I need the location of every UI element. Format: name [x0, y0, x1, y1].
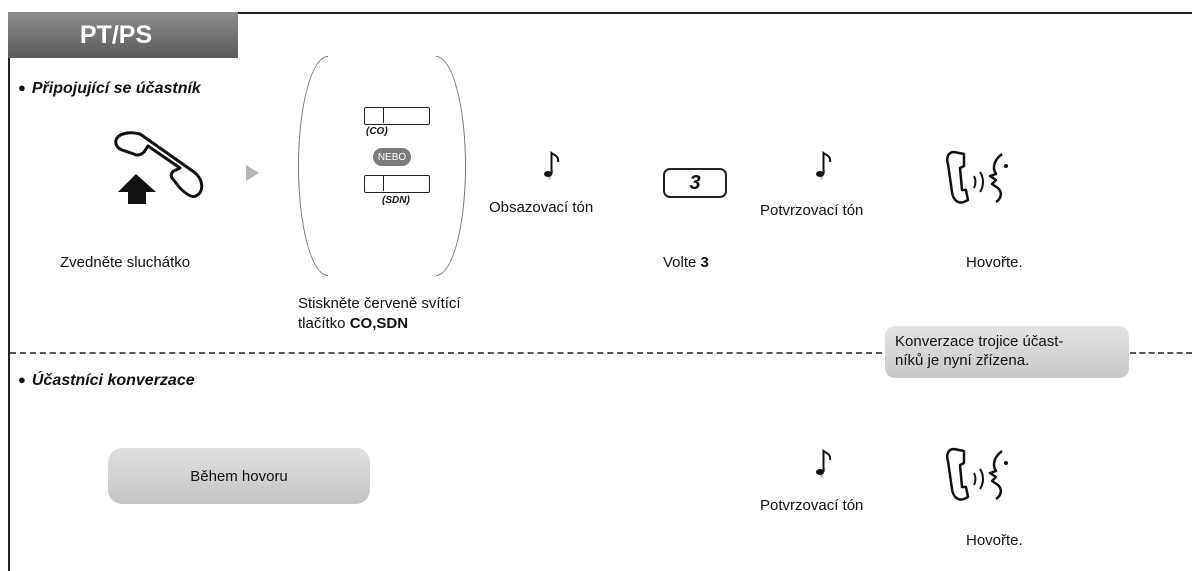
sdn-label: (SDN)	[382, 195, 410, 206]
during-call-box: Během hovoru	[108, 448, 370, 504]
conference-established-note: Konverzace trojice účast- níků je nyní z…	[885, 326, 1129, 378]
right-parenthesis	[436, 56, 466, 276]
co-label: (CO)	[366, 126, 388, 137]
talking-person-icon	[940, 443, 1020, 514]
confirm-tone-label: Potvrzovací tón	[760, 202, 864, 219]
section-title-participants: ●Účastníci konverzace	[18, 372, 195, 389]
music-note-icon	[812, 150, 834, 189]
music-note-icon	[812, 448, 834, 487]
sdn-button-icon	[364, 175, 430, 193]
section-divider	[10, 352, 882, 354]
frame-left-rule	[8, 12, 10, 571]
co-button-icon	[364, 107, 430, 125]
press-button-line2: tlačítko CO,SDN	[298, 315, 409, 332]
pt-ps-tab: PT/PS	[8, 12, 238, 58]
dial-label: Volte 3	[663, 254, 709, 271]
handset-lift-icon	[108, 128, 218, 213]
confirm-tone-label-2: Potvrzovací tón	[760, 497, 864, 514]
music-note-icon	[540, 150, 562, 189]
dial-key-3-icon: 3	[663, 168, 727, 198]
talk-label: Hovořte.	[966, 254, 1023, 271]
press-button-line1: Stiskněte červeně svítící	[298, 295, 461, 312]
frame-top-rule	[8, 12, 1192, 14]
section-title-joining: ●Připojující se účastník	[18, 80, 201, 97]
busy-tone-label: Obsazovací tón	[489, 199, 594, 216]
section-divider-right	[1130, 352, 1192, 354]
lift-handset-label: Zvedněte sluchátko	[60, 254, 191, 271]
tab-label: PT/PS	[79, 20, 153, 49]
left-parenthesis	[298, 56, 328, 276]
arrow-right-icon	[246, 165, 259, 181]
talk-label-2: Hovořte.	[966, 532, 1023, 549]
talking-person-icon	[940, 146, 1020, 217]
nebo-badge: NEBO	[373, 148, 411, 166]
